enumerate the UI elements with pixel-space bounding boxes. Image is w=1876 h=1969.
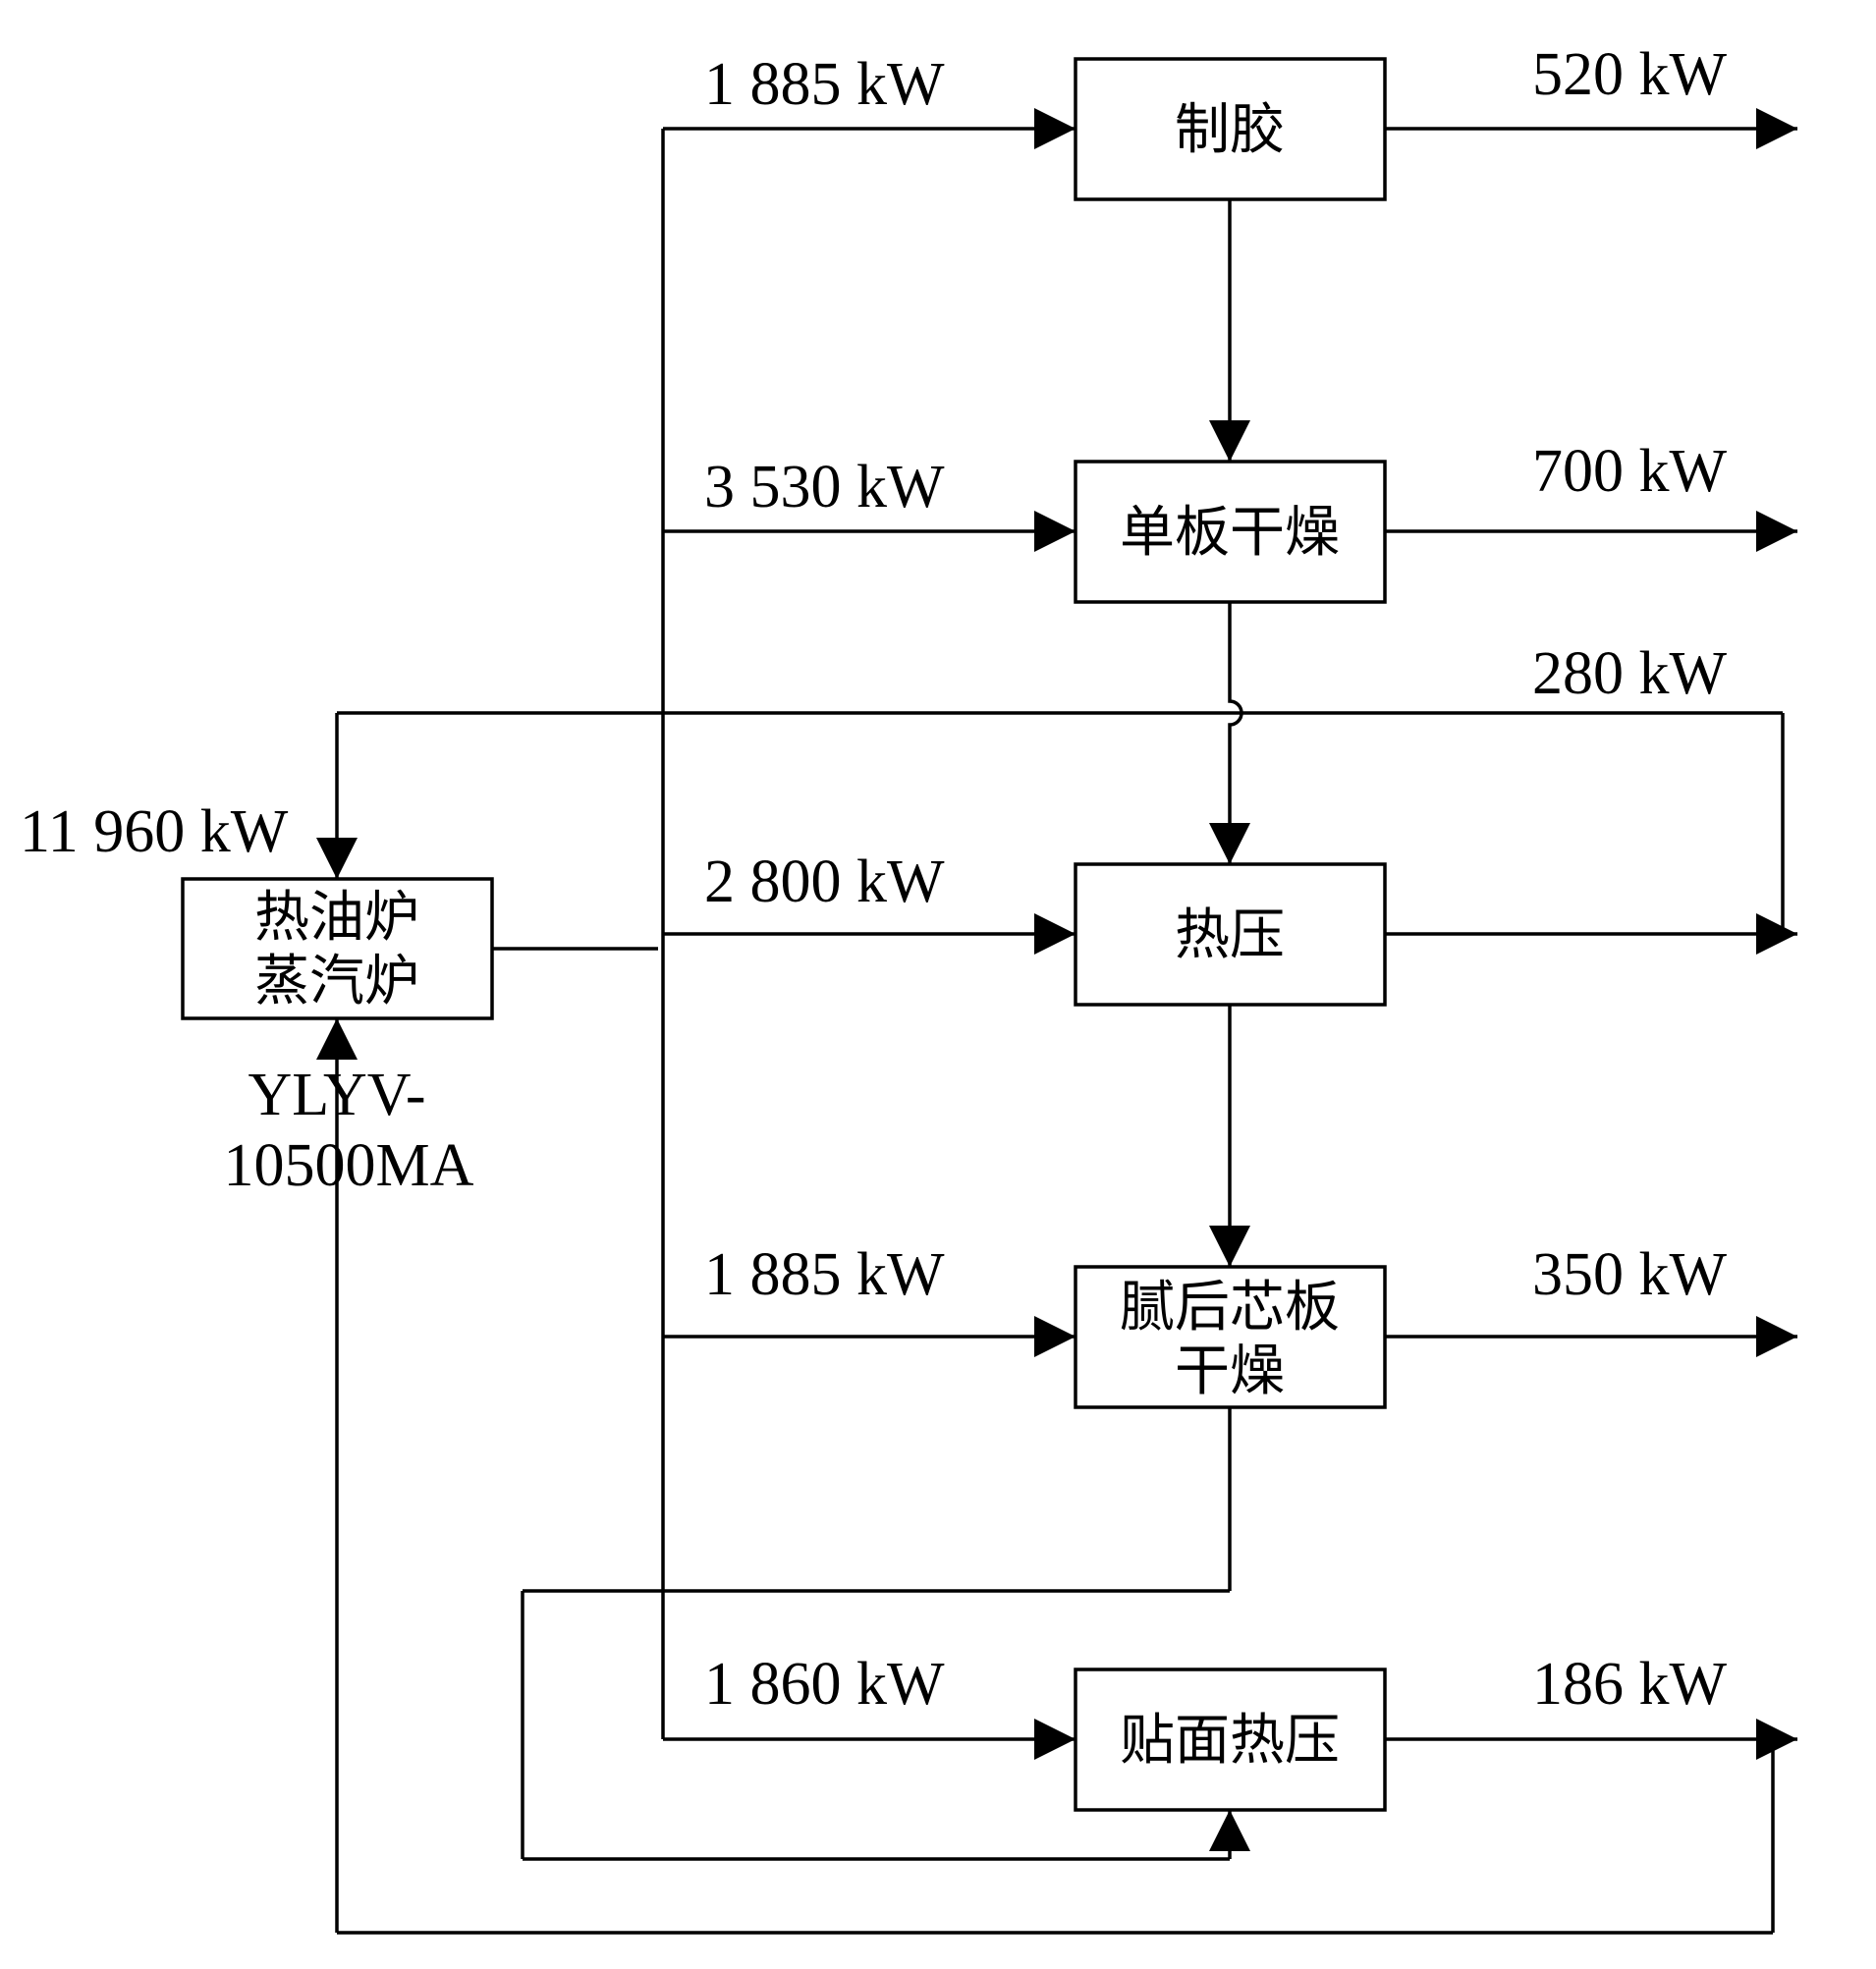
label-hot-press-return: 280 kW [1532, 640, 1728, 707]
label-glue-supply: 1 885 kW [704, 51, 945, 118]
glue-label: 制胶 [1175, 98, 1285, 162]
label-veneer-drying-output: 700 kW [1532, 438, 1728, 505]
veneer-drying-label: 单板干燥 [1120, 501, 1340, 565]
label-veneer-drying-supply: 3 530 kW [704, 454, 945, 520]
glue-box [1074, 57, 1387, 201]
label-core-drying-output: 350 kW [1532, 1241, 1728, 1308]
label-core-drying-supply: 1 885 kW [704, 1241, 945, 1308]
core-drying-label-line2: 干燥 [1175, 1340, 1285, 1403]
label-boiler-total: 11 960 kW [20, 798, 289, 865]
boiler-label-line1: 热油炉 [254, 886, 419, 950]
label-veneer-press-supply: 1 860 kW [704, 1651, 945, 1718]
label-boiler-model-line1: YLYV- [248, 1062, 426, 1128]
hot-press-label: 热压 [1175, 903, 1285, 967]
boiler-label-line2: 蒸汽炉 [254, 950, 419, 1013]
boiler-box [181, 877, 494, 1020]
core-drying-label-line1: 腻后芯板 [1120, 1276, 1340, 1340]
label-glue-output: 520 kW [1532, 41, 1728, 108]
label-veneer-press-output: 186 kW [1532, 1651, 1728, 1718]
label-hot-press-supply: 2 800 kW [704, 848, 945, 915]
label-boiler-model-line2: 10500MA [224, 1132, 474, 1199]
veneer-press-label: 贴面热压 [1120, 1709, 1340, 1773]
flow-veneer-drying-to-hot-press [1209, 602, 1250, 864]
